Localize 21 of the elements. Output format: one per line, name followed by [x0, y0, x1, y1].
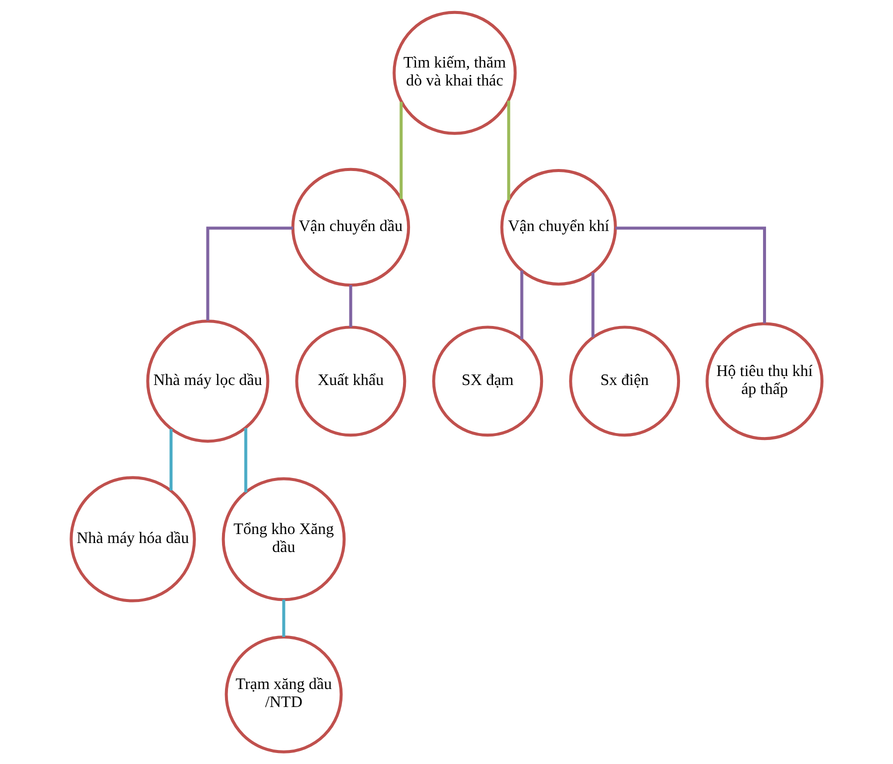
connector	[591, 272, 594, 338]
node-circle: Trạm xăng dầu /NTD	[224, 635, 343, 754]
connector	[507, 100, 510, 200]
node-circle: Vận chuyển khí	[500, 168, 617, 286]
node-circle: Hộ tiêu thụ khí áp thấp	[706, 322, 824, 440]
connector	[206, 226, 293, 321]
connector	[282, 600, 286, 637]
node-circle: Vận chuyển dầu	[291, 168, 410, 287]
node-circle: Sx điện	[569, 326, 680, 437]
connector	[170, 429, 173, 490]
node-circle: Tìm kiếm, thăm dò và khai thác	[392, 10, 517, 135]
connector	[349, 285, 352, 328]
node-circle: SX đạm	[432, 326, 544, 437]
connector	[520, 270, 524, 340]
node-circle: Nhà máy hóa dầu	[70, 476, 196, 602]
connector	[615, 226, 766, 324]
connector	[400, 102, 403, 200]
node-circle: Xuất khẩu	[295, 326, 406, 437]
connector	[244, 428, 248, 492]
node-circle: Tổng kho Xăng dầu	[222, 477, 346, 602]
node-circle: Nhà máy lọc dầu	[146, 320, 270, 443]
